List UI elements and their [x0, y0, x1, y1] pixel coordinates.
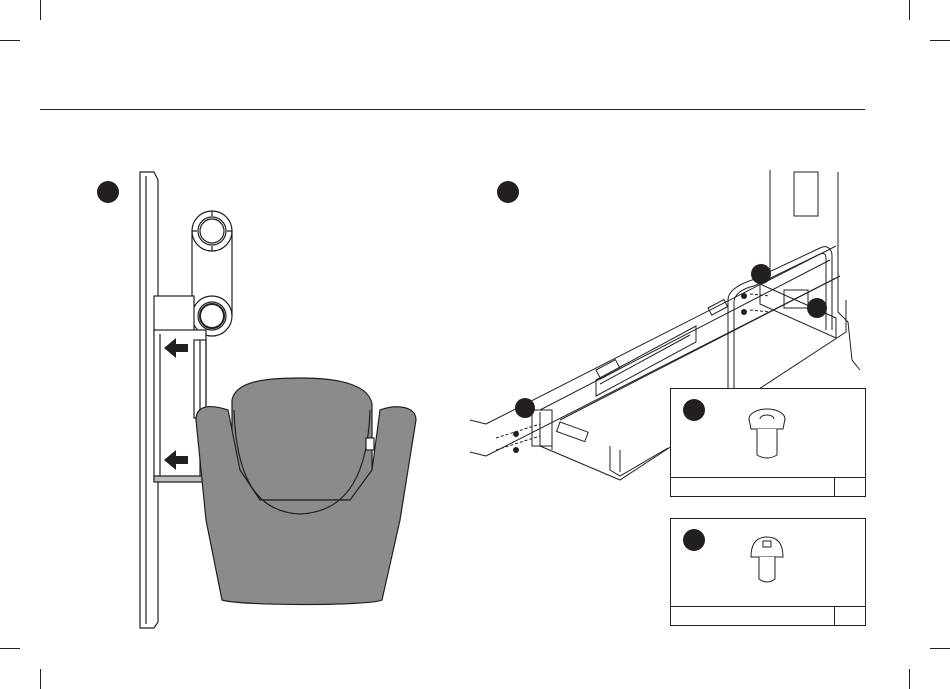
- part-box-round-bolt: [670, 518, 866, 626]
- round-head-bolt-icon: [671, 519, 867, 609]
- part-qty: [834, 478, 865, 496]
- part-footer: [671, 477, 865, 496]
- callout-right-bracket: [807, 298, 827, 318]
- step-b-number-badge: [497, 181, 519, 203]
- part-footer: [671, 606, 865, 625]
- part-box-flat-bolt: [670, 388, 866, 497]
- flat-head-bolt-icon: [671, 389, 867, 479]
- part-qty: [834, 607, 865, 625]
- callout-left-bracket: [515, 398, 535, 418]
- callout-top-bracket: [751, 264, 771, 284]
